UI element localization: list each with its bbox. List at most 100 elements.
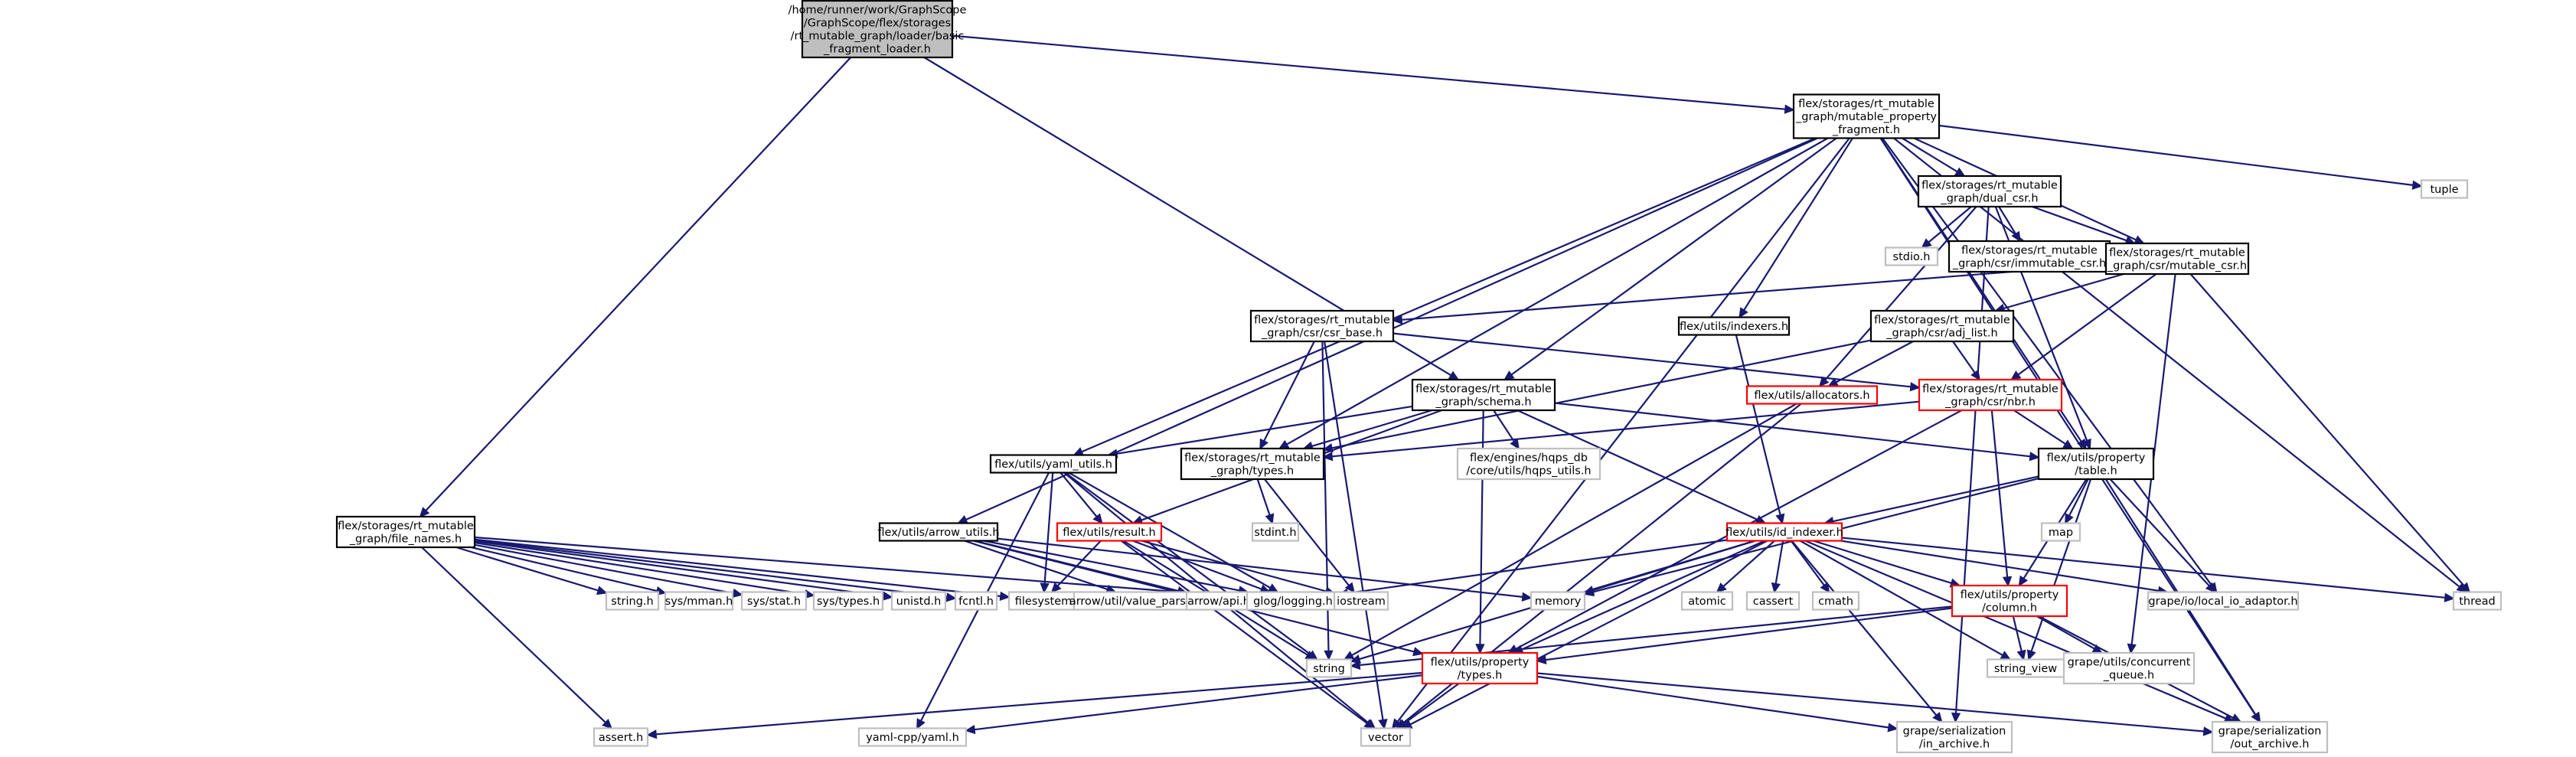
node-alloc[interactable]: flex/utils/allocators.h	[1745, 385, 1879, 405]
node-result[interactable]: flex/utils/result.h	[1056, 522, 1163, 542]
edge-mutcsr-to-adjlist	[1994, 272, 2124, 313]
node-label-line: flex/utils/property	[1961, 589, 2059, 602]
node-box	[1056, 522, 1163, 542]
edge-arrowhead	[2127, 643, 2137, 654]
node-arrowutils[interactable]: flex/utils/arrow_utils.h	[877, 522, 1000, 542]
edge-ptable-to-map	[2065, 478, 2089, 525]
edge-line	[474, 539, 948, 599]
edge-arrowhead	[2411, 180, 2423, 190]
node-box	[1745, 591, 1801, 611]
edge-arrowhead	[1392, 315, 1403, 325]
node-ptypes[interactable]: flex/utils/property/types.h	[1421, 651, 1539, 685]
node-mutcsr[interactable]: flex/storages/rt_mutable_graph/csr/mutab…	[2104, 242, 2250, 276]
node-box	[2147, 591, 2300, 611]
node-yamlcpp: yaml-cpp/yaml.h	[857, 727, 968, 747]
node-adjlist[interactable]: flex/storages/rt_mutable_graph/csr/adj_l…	[1869, 309, 2015, 343]
edge-arrowhead	[2205, 582, 2216, 593]
edge-arrowhead	[1921, 238, 1932, 249]
edge-rmtypes-to-iostream	[1264, 478, 1356, 593]
edge-arrowhead	[1050, 582, 1062, 593]
node-label-line: /GraphScope/flex/storages	[804, 18, 951, 30]
node-box	[857, 727, 968, 747]
edge-column-to-strview	[2012, 615, 2026, 661]
node-mpf[interactable]: flex/storages/rt_mutable_graph/mutable_p…	[1792, 93, 1941, 139]
node-immcsr[interactable]: flex/storages/rt_mutable_graph/csr/immut…	[1948, 240, 2111, 273]
node-column[interactable]: flex/utils/property/column.h	[1951, 584, 2068, 618]
node-label-line: flex/utils/arrow_utils.h	[877, 527, 999, 539]
node-label-line: flex/utils/id_indexer.h	[1725, 527, 1843, 539]
edge-line	[1790, 540, 1825, 586]
edge-csrbase-to-string	[1321, 341, 1334, 661]
edge-line	[2036, 615, 2095, 650]
edge-arrowhead	[2460, 582, 2471, 593]
node-csrbase[interactable]: flex/storages/rt_mutable_graph/csr/csr_b…	[1249, 309, 1395, 343]
edge-arrowhead	[2251, 711, 2261, 723]
edge-arrowhead	[2029, 452, 2040, 462]
edge-fnames-to-asserth	[421, 547, 613, 729]
node-box	[890, 591, 947, 611]
edge-line	[470, 546, 658, 592]
edge-line	[1120, 540, 1368, 724]
node-rmtypes[interactable]: flex/storages/rt_mutable_graph/types.h	[1180, 447, 1325, 481]
edge-mpf-to-indexers	[1739, 137, 1853, 319]
node-schema[interactable]: flex/storages/rt_mutable_graph/schema.h	[1411, 378, 1556, 412]
edge-line	[1479, 409, 1484, 645]
node-label-line: flex/storages/rt_mutable	[1874, 315, 2010, 327]
edge-line	[1545, 607, 1953, 661]
node-label-line: glog/logging.h	[1253, 595, 1333, 608]
node-box	[1251, 522, 1300, 542]
node-label-line: cassert	[1753, 595, 1794, 608]
node-indexers[interactable]: flex/utils/indexers.h	[1677, 316, 1791, 336]
node-nbr[interactable]: flex/storages/rt_mutable_graph/csr/nbr.h	[1918, 378, 2063, 412]
edge-yaml-to-filesystem	[1040, 472, 1054, 594]
edge-dualcsr-to-mutcsr	[2032, 205, 2136, 245]
node-box	[1869, 309, 2015, 343]
edge-line	[2012, 615, 2023, 652]
edge-yaml-to-result	[1059, 471, 1103, 524]
edge-dualcsr-to-alloc	[1818, 206, 1977, 387]
edge-ptable-to-idindexer	[1823, 475, 2039, 526]
edge-arrowhead	[1040, 582, 1050, 594]
edge-result-to-filesystem	[1050, 540, 1102, 593]
edge-line	[1536, 675, 1889, 729]
node-label-line: fcntl.h	[958, 595, 994, 608]
node-box	[878, 522, 999, 542]
node-box	[1530, 591, 1586, 611]
node-fnames[interactable]: flex/storages/rt_mutable_graph/file_name…	[335, 515, 476, 549]
edge-arrowhead	[2016, 649, 2026, 661]
edge-fnames-to-systypes	[474, 541, 815, 599]
edge-arrowhead	[1324, 650, 1334, 661]
edge-arrowhead	[1475, 644, 1485, 654]
node-label-line: /home/runner/work/GraphScope	[788, 5, 967, 17]
node-label-line: _graph/schema.h	[1435, 396, 1531, 409]
edge-line	[1722, 540, 1775, 588]
node-ptable[interactable]: flex/utils/property/table.h	[2037, 447, 2155, 481]
node-cmath: cmath	[1811, 591, 1860, 611]
node-box	[335, 515, 476, 549]
edge-schema-to-ptable	[1554, 402, 2040, 462]
node-box	[1725, 522, 1843, 542]
node-box	[2104, 242, 2250, 276]
node-label-line: arrow/api.h	[1187, 595, 1250, 608]
node-root[interactable]: /home/runner/work/GraphScope/GraphScope/…	[788, 0, 967, 59]
edge-line	[1928, 206, 1972, 243]
node-glog: glog/logging.h	[1246, 591, 1340, 611]
edge-arrowhead	[2026, 649, 2036, 661]
edge-line	[474, 543, 734, 595]
node-box	[1677, 316, 1791, 336]
node-box	[1411, 378, 1556, 412]
node-idindexer[interactable]: flex/utils/id_indexer.h	[1725, 522, 1843, 542]
node-dualcsr[interactable]: flex/storages/rt_mutable_graph/dual_csr.…	[1917, 175, 2062, 208]
node-label-line: _graph/csr/csr_base.h	[1261, 328, 1383, 340]
edge-arrowhead	[882, 591, 893, 601]
edge-arrowhead	[2230, 713, 2242, 723]
node-yaml[interactable]: flex/utils/yaml_utils.h	[989, 454, 1118, 474]
edge-line	[1824, 206, 1977, 380]
edge-line	[1403, 683, 1460, 724]
edge-root-to-fnames	[419, 57, 852, 518]
edge-arrowhead	[419, 507, 430, 518]
edge-fnames-to-filesystem	[474, 538, 1010, 601]
edge-line	[1141, 540, 1327, 592]
edge-mutcsr-to-thread	[2189, 273, 2471, 593]
edge-line	[1331, 400, 1920, 458]
